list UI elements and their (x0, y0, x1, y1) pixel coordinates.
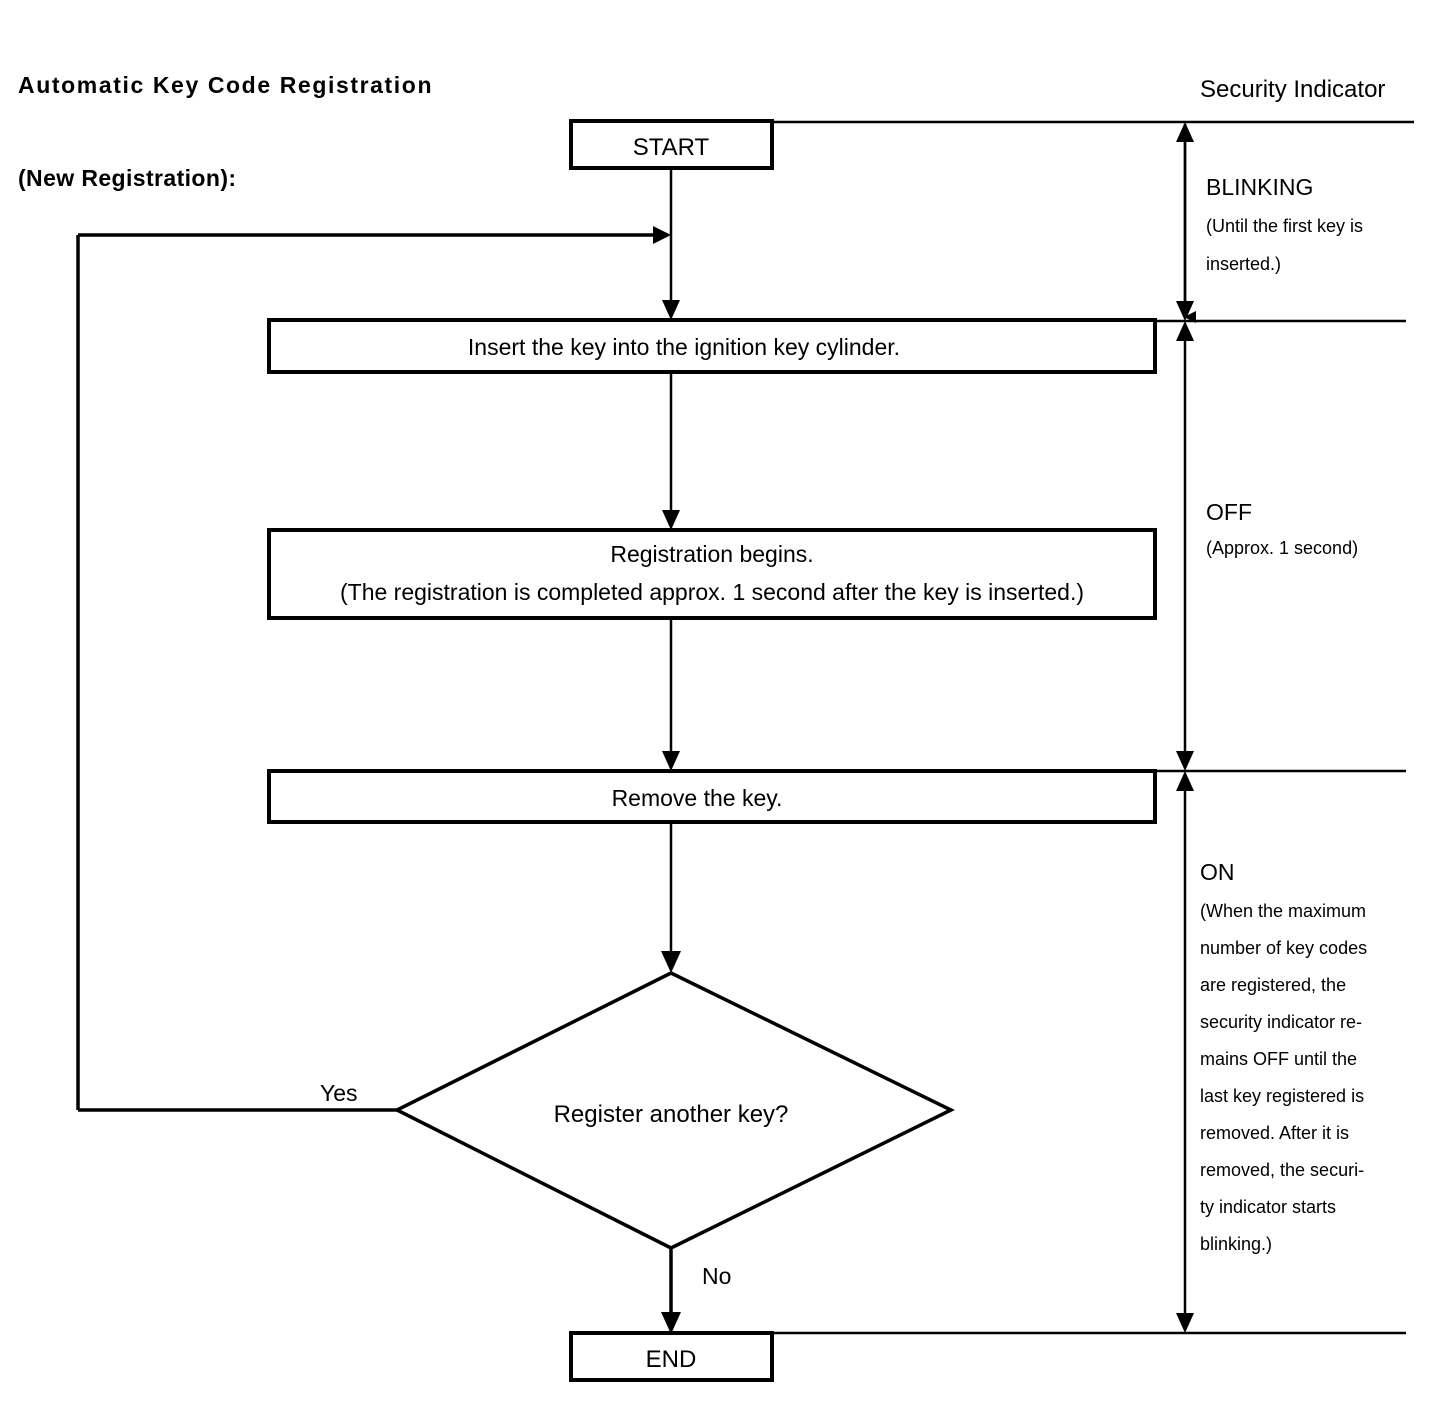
phase-label-blinking: BLINKING (1206, 174, 1313, 200)
connector-registration-to-remove-arrow (662, 751, 680, 771)
phase-note-on-line-6: last key registered is (1200, 1086, 1364, 1106)
phase-note-on-line-5: mains OFF until the (1200, 1049, 1357, 1069)
phase-span-blinking-arrow-down (1176, 301, 1194, 321)
phase-note-on-line-2: number of key codes (1200, 938, 1367, 958)
page-title-line-1: Automatic Key Code Registration (18, 72, 434, 98)
node-decision-label: Register another key? (554, 1101, 789, 1128)
page-title: Automatic Key Code Registration (New Reg… (18, 8, 433, 256)
phase-span-blinking-arrow-up (1176, 122, 1194, 142)
phase-note-off-line-1: (Approx. 1 second) (1206, 538, 1358, 558)
phase-span-on-arrow-up (1176, 771, 1194, 791)
phase-note-on-line-9: ty indicator starts (1200, 1197, 1336, 1217)
node-insert-key-label: Insert the key into the ignition key cyl… (468, 334, 900, 360)
phase-note-on-line-4: security indicator re- (1200, 1012, 1362, 1032)
branch-label-no: No (702, 1263, 731, 1289)
phase-span-on-arrow-down (1176, 1313, 1194, 1333)
node-insert-key[interactable] (267, 318, 1157, 374)
node-remove-key-label: Remove the key. (612, 785, 783, 811)
phase-span-off-arrow-down (1176, 751, 1194, 771)
branch-label-yes: Yes (320, 1080, 358, 1106)
connector-decision-to-end-arrow (661, 1312, 681, 1334)
connector-remove-to-decision-arrow (661, 951, 681, 973)
node-registration-begins[interactable] (267, 528, 1157, 620)
connector-start-to-insert-arrow (662, 300, 680, 320)
node-registration-line-2: (The registration is completed approx. 1… (340, 579, 1084, 605)
phase-note-on-line-1: (When the maximum (1200, 901, 1366, 921)
node-start-label: START (633, 134, 710, 161)
node-decision-register-another-key[interactable] (393, 971, 955, 1250)
phase-label-on: ON (1200, 859, 1235, 885)
phase-span-off-arrow-up (1176, 321, 1194, 341)
phase-note-on-line-3: are registered, the (1200, 975, 1346, 995)
phase-note-on-line-10: blinking.) (1200, 1234, 1272, 1254)
security-indicator-title: Security Indicator (1200, 76, 1385, 103)
node-remove-key[interactable] (267, 769, 1157, 824)
connector-loop-back-arrow (653, 226, 671, 244)
phase-note-on-line-8: removed, the securi- (1200, 1160, 1364, 1180)
node-end[interactable] (569, 1331, 774, 1382)
phase-note-blinking-line-1: (Until the first key is (1206, 216, 1363, 236)
node-registration-line-1: Registration begins. (610, 541, 813, 567)
node-start[interactable] (569, 119, 774, 170)
node-end-label: END (646, 1346, 697, 1373)
connector-insert-to-registration-arrow (662, 510, 680, 530)
page-title-line-2: (New Registration): (18, 165, 237, 191)
phase-note-on-line-7: removed. After it is (1200, 1123, 1349, 1143)
phase-label-off: OFF (1206, 499, 1252, 525)
phase-note-blinking-line-2: inserted.) (1206, 254, 1281, 274)
